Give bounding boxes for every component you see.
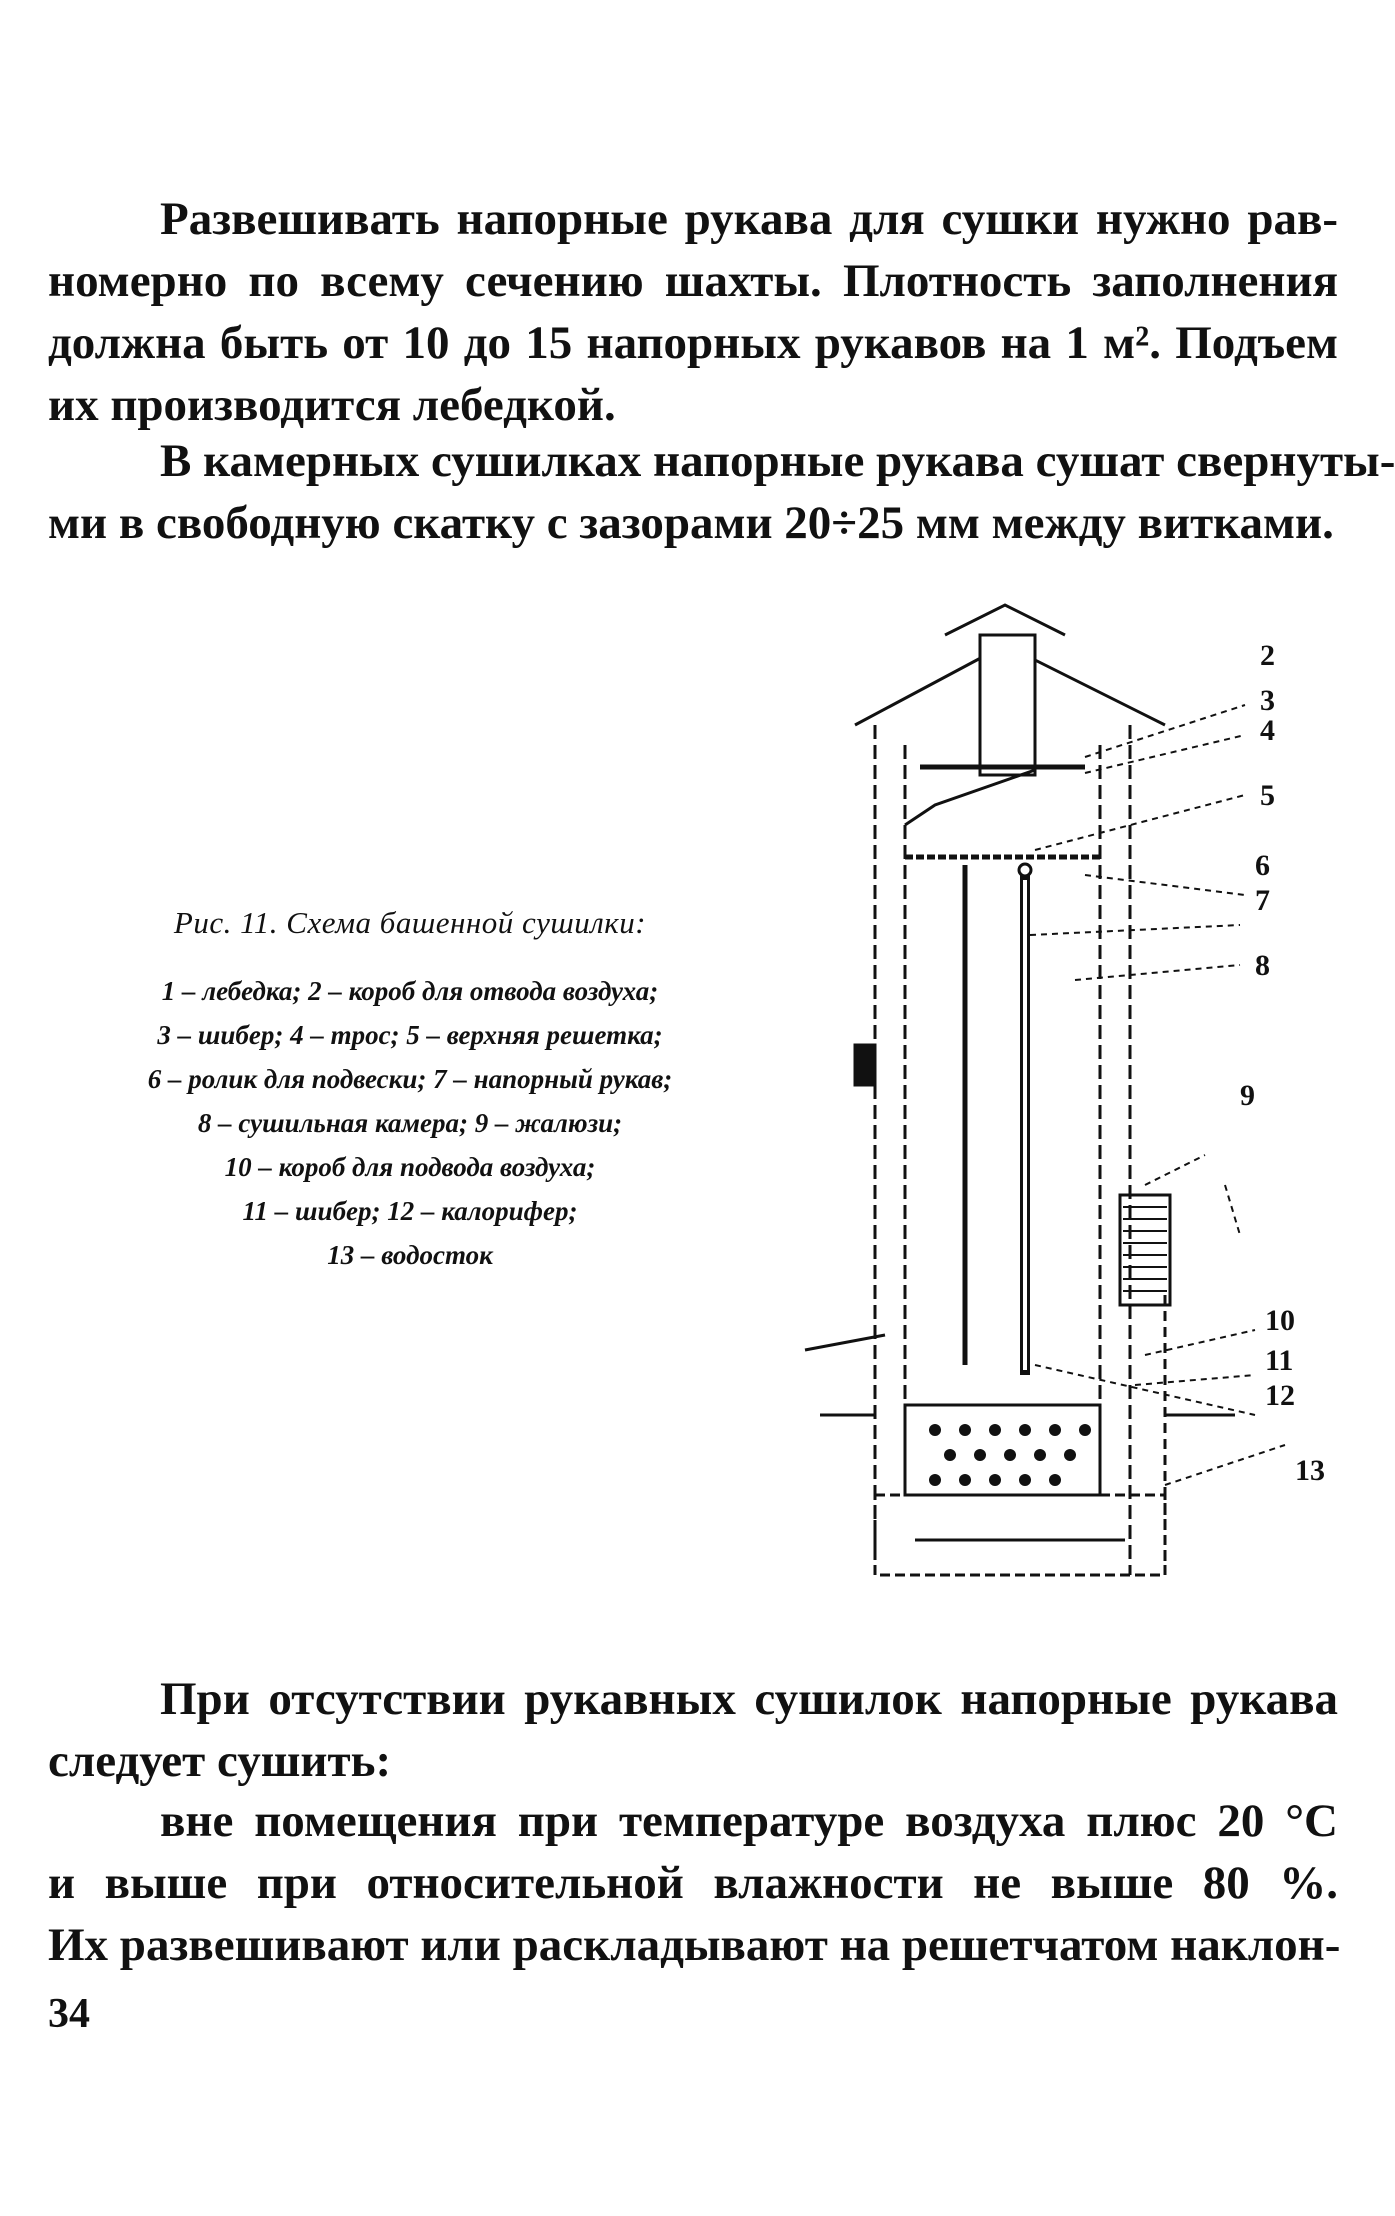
legend-line: 11 – шибер; 12 – калорифер;	[242, 1196, 578, 1226]
louvres	[1118, 1193, 1172, 1307]
exhaust-duct	[978, 633, 1037, 777]
legend-line: 13 – водосток	[327, 1240, 493, 1270]
page-number: 34	[48, 1991, 90, 2037]
drain-channel	[873, 1493, 1167, 1577]
tower-dryer-diagram: 2 3 4 5 6 7 8 9 10 11 12 13	[804, 603, 1325, 1577]
callout-5: 5	[1260, 779, 1275, 812]
callout-4: 4	[1260, 714, 1275, 747]
heater-elements	[929, 1424, 1091, 1486]
roller	[1017, 862, 1033, 878]
text-line: ми в свободную скатку с зазорами 20÷25 м…	[48, 497, 1334, 549]
legend-line: 3 – шибер; 4 – трос; 5 – верхняя решетка…	[157, 1020, 663, 1050]
text-line: В камерных сушилках напорные рукава суша…	[160, 435, 1395, 487]
paragraph-2: В камерных сушилках напорные рукава суша…	[48, 430, 1395, 554]
text-line: Развешивать напорные рукава для сушки ну…	[160, 193, 1338, 245]
text-line: номерно по всему сечению шахты. Плотност…	[48, 255, 1338, 307]
winch	[853, 1043, 877, 1087]
text-line: должна быть от 10 до 15 напорных рукавов…	[48, 317, 1338, 369]
cable	[904, 768, 1036, 827]
legend-line: 10 – короб для подвода воздуха;	[224, 1152, 596, 1182]
callout-7: 7	[1255, 884, 1270, 917]
text-line: вне помещения при температуре воздуха пл…	[160, 1795, 1338, 1847]
callout-10: 10	[1265, 1304, 1295, 1337]
text-line: Их развешивают или раскладывают на решет…	[48, 1919, 1341, 1971]
callout-9: 9	[1240, 1079, 1255, 1112]
roof-cap	[944, 603, 1066, 637]
callout-6: 6	[1255, 849, 1270, 882]
legend-line: 1 – лебедка; 2 – короб для отвода воздух…	[161, 976, 659, 1006]
legend-line: 8 – сушильная камера; 9 – жалюзи;	[197, 1108, 623, 1138]
paragraph-4: вне помещения при температуре воздуха пл…	[48, 1790, 1341, 1976]
callout-3: 3	[1260, 684, 1275, 717]
figure-caption: Рис. 11. Схема башенной сушилки: 1 – леб…	[60, 905, 760, 1277]
callout-13: 13	[1295, 1454, 1325, 1487]
winch-arm	[804, 1333, 886, 1352]
callout-2: 2	[1260, 639, 1275, 672]
paragraph-1: Развешивать напорные рукава для сушки ну…	[48, 188, 1338, 436]
paragraph-3: При отсутствии рукавных сушилок напорные…	[48, 1668, 1338, 1792]
text-line: следует сушить:	[48, 1735, 392, 1787]
text-line: При отсутствии рукавных сушилок напорные…	[160, 1673, 1338, 1725]
callout-8: 8	[1255, 949, 1270, 982]
callout-11: 11	[1265, 1344, 1293, 1377]
text-line: и выше при относительной влажности не вы…	[48, 1857, 1338, 1909]
figure-title: Рис. 11. Схема башенной сушилки:	[173, 905, 647, 940]
text-line: их производится лебедкой.	[48, 379, 616, 431]
callout-12: 12	[1265, 1379, 1295, 1412]
legend-line: 6 – ролик для подвески; 7 – напорный рук…	[147, 1064, 673, 1094]
